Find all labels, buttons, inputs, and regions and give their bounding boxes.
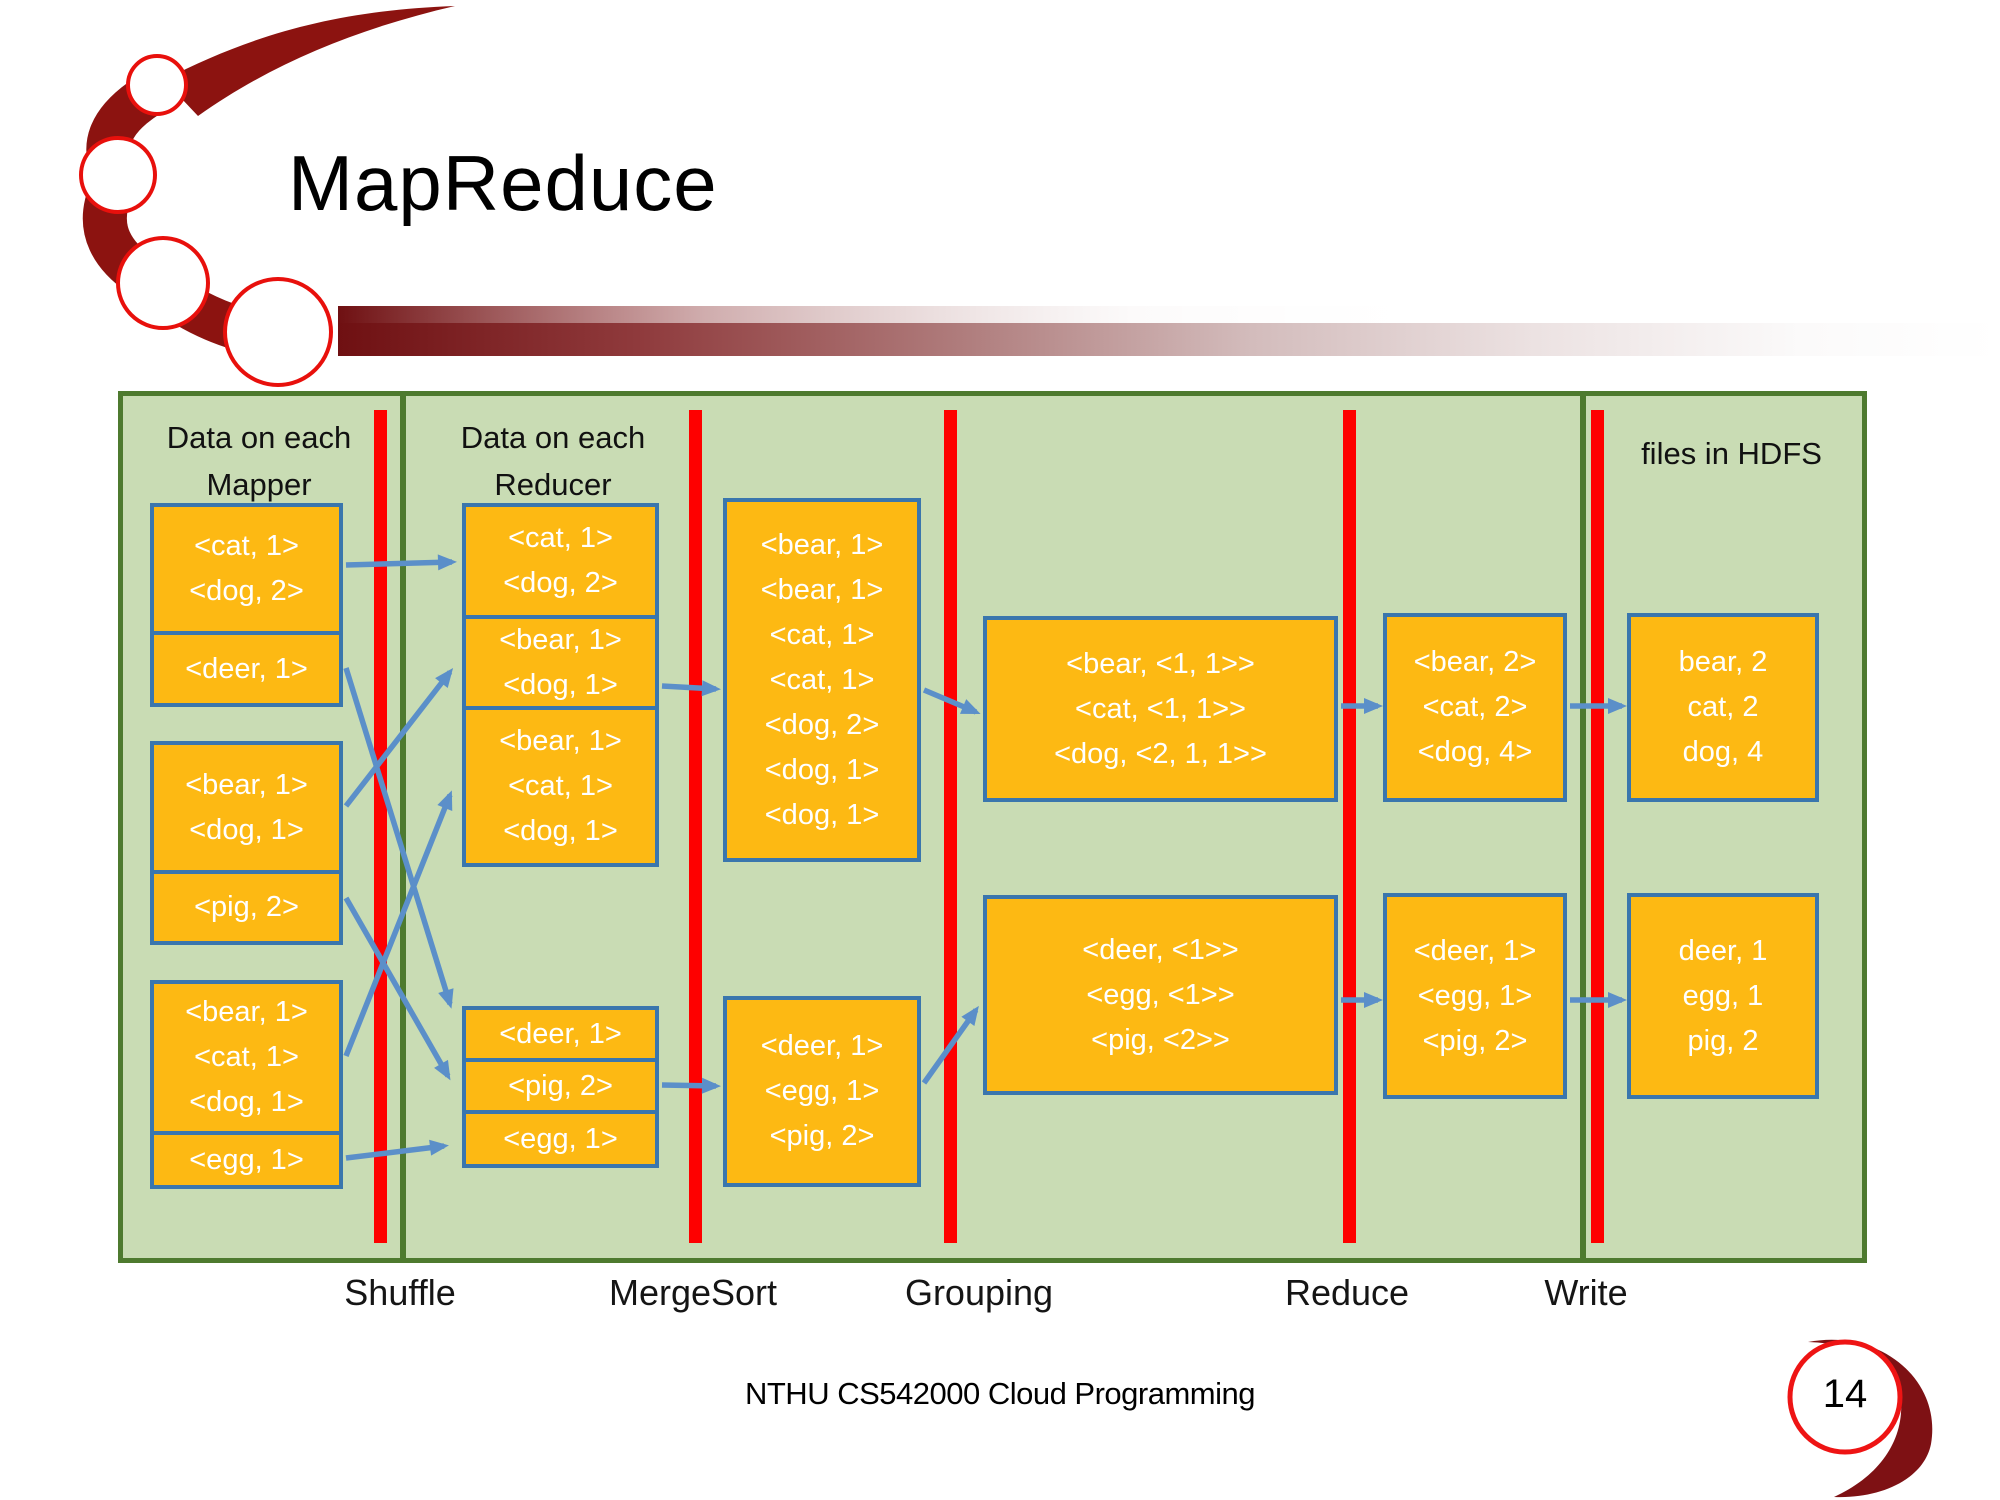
- stage-line-shuffle: [374, 410, 387, 1243]
- mapper-box-3-attached: <egg, 1>: [150, 1131, 343, 1189]
- stage-line-reduce: [1343, 410, 1356, 1243]
- text-line: <cat, 1>: [769, 618, 875, 651]
- text-line: <dog, 1>: [764, 798, 880, 831]
- text-line: Data on each: [460, 420, 646, 455]
- reducer-box-top-1: <cat, 1> <dog, 2>: [462, 503, 659, 619]
- mapper-box-2-attached: <pig, 2>: [150, 870, 343, 945]
- text-line: <bear, 1>: [185, 768, 308, 801]
- swirl-circle-4: [223, 277, 333, 387]
- text-line: <cat, <1, 1>>: [1075, 692, 1246, 725]
- text-line: <dog, 1>: [189, 1086, 304, 1118]
- text-line: <cat, 1>: [769, 663, 875, 696]
- text-line: <deer, 1>: [760, 1030, 884, 1062]
- reducer-box-bottom-1: <deer, 1>: [462, 1006, 659, 1062]
- text-line: <dog, 1>: [503, 668, 618, 701]
- reduce-box-top: <bear, 2> <cat, 2> <dog, 4>: [1383, 613, 1567, 802]
- stage-label-grouping: Grouping: [904, 1272, 1054, 1313]
- text-line: Mapper: [206, 467, 312, 502]
- mapper-box-3: <bear, 1> <cat, 1> <dog, 1>: [150, 980, 343, 1135]
- text-line: bear, 2: [1678, 646, 1768, 678]
- mapper-box-1-attached: <deer, 1>: [150, 631, 343, 707]
- text-line: <pig, 2>: [508, 1069, 613, 1102]
- text-line: <bear, 1>: [760, 573, 884, 606]
- mergesort-box-bottom: <deer, 1> <egg, 1> <pig, 2>: [723, 996, 921, 1187]
- text-line: <dog, 1>: [764, 753, 880, 786]
- stage-label-reduce: Reduce: [1284, 1272, 1410, 1313]
- stage-line-write: [1591, 410, 1604, 1243]
- stage-label-write: Write: [1544, 1272, 1628, 1313]
- text-line: <bear, <1, 1>>: [1066, 647, 1255, 680]
- text-line: <bear, 1>: [499, 725, 622, 757]
- text-line: <dog, 2>: [503, 567, 618, 599]
- text-line: <dog, <2, 1, 1>>: [1054, 737, 1267, 770]
- reducer-box-top-2: <bear, 1> <dog, 1>: [462, 615, 659, 710]
- text-line: cat, 2: [1687, 691, 1759, 723]
- footer-course-text: NTHU CS542000 Cloud Programming: [744, 1376, 1256, 1411]
- reducer-box-bottom-3: <egg, 1>: [462, 1110, 659, 1168]
- reducer-box-top-3: <bear, 1> <cat, 1> <dog, 1>: [462, 706, 659, 867]
- text-line: <deer, 1>: [499, 1017, 622, 1050]
- text-line: <bear, 1>: [760, 528, 884, 561]
- text-line: <pig, 2>: [769, 1120, 875, 1152]
- mapper-box-1: <cat, 1> <dog, 2>: [150, 503, 343, 635]
- mergesort-box-top: <bear, 1> <bear, 1> <cat, 1> <cat, 1> <dog, …: [723, 498, 921, 862]
- text-line: <egg, <1>>: [1086, 978, 1235, 1011]
- text-line: <deer, 1>: [185, 652, 308, 685]
- stage-line-grouping: [944, 410, 957, 1243]
- gradient-banner-highlight: [338, 306, 2000, 323]
- hdfs-file-box-bottom: deer, 1 egg, 1 pig, 2: [1627, 893, 1819, 1099]
- stage-line-mergesort: [689, 410, 702, 1243]
- text-line: <egg, 1>: [503, 1122, 618, 1155]
- slide-title: MapReduce: [288, 139, 718, 227]
- swirl-arc: [82, 70, 280, 358]
- grouping-box-bottom: <deer, <1>> <egg, <1>> <pig, <2>>: [983, 895, 1338, 1095]
- text-line: deer, 1: [1678, 934, 1768, 967]
- text-line: <dog, 2>: [189, 575, 304, 607]
- panel-section-divider-hdfs: [1580, 391, 1586, 1263]
- text-line: <deer, 1>: [1413, 934, 1537, 967]
- text-line: <dog, 4>: [1417, 736, 1533, 768]
- text-line: <deer, <1>>: [1082, 933, 1239, 966]
- text-line: <pig, 2>: [194, 891, 299, 923]
- text-line: <egg, 1>: [764, 1075, 880, 1107]
- swirl-circle-2: [79, 136, 157, 214]
- grouping-box-top: <bear, <1, 1>> <cat, <1, 1>> <dog, <2, 1, …: [983, 616, 1338, 802]
- mapper-box-2: <bear, 1> <dog, 1>: [150, 741, 343, 874]
- text-line: egg, 1: [1682, 979, 1764, 1012]
- hdfs-file-box-top: bear, 2 cat, 2 dog, 4: [1627, 613, 1819, 802]
- text-line: pig, 2: [1687, 1024, 1759, 1057]
- text-line: <dog, 1>: [503, 815, 618, 847]
- text-line: <pig, <2>>: [1091, 1023, 1230, 1056]
- reduce-box-bottom: <deer, 1> <egg, 1> <pig, 2>: [1383, 893, 1567, 1099]
- swirl-circle-1: [126, 54, 188, 116]
- text-line: Data on each: [166, 420, 352, 455]
- text-line: Reducer: [494, 467, 612, 502]
- text-line: <egg, 1>: [1417, 979, 1533, 1012]
- header-files-in-hdfs: files in HDFS: [1641, 436, 1822, 471]
- text-line: <cat, 1>: [194, 530, 299, 562]
- text-line: <cat, 1>: [508, 770, 613, 802]
- text-line: <dog, 2>: [764, 708, 880, 741]
- swirl-tail: [164, 6, 455, 116]
- swirl-circle-3: [116, 236, 210, 330]
- text-line: <bear, 1>: [499, 623, 622, 656]
- text-line: <pig, 2>: [1422, 1024, 1528, 1057]
- stage-label-shuffle: Shuffle: [344, 1272, 456, 1313]
- text-line: <egg, 1>: [189, 1143, 304, 1176]
- panel-section-divider-mapper: [400, 391, 406, 1263]
- text-line: dog, 4: [1682, 736, 1764, 768]
- text-line: <cat, 1>: [508, 522, 613, 554]
- page-swirl-crescent: [1808, 1339, 1933, 1498]
- text-line: <dog, 1>: [189, 813, 304, 846]
- text-line: <bear, 1>: [185, 996, 308, 1028]
- text-line: <bear, 2>: [1413, 646, 1537, 678]
- text-line: <cat, 2>: [1422, 691, 1528, 723]
- stage-label-mergesort: MergeSort: [608, 1272, 778, 1313]
- text-line: <cat, 1>: [194, 1041, 299, 1073]
- page-number: 14: [1822, 1372, 1868, 1416]
- reducer-box-bottom-2: <pig, 2>: [462, 1058, 659, 1114]
